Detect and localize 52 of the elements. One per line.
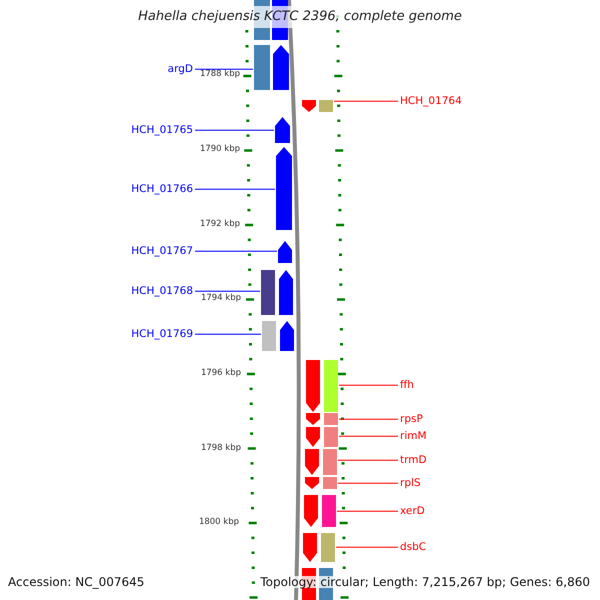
gene-label: HCH_01765 xyxy=(131,125,193,136)
accession-text: Accession: NC_007645 xyxy=(8,576,144,588)
scale-label: 1788 kbp xyxy=(200,70,240,78)
gene-drawing xyxy=(276,147,292,230)
gene-drawing xyxy=(302,100,333,112)
leader-line xyxy=(338,460,398,461)
leader-line xyxy=(336,546,398,548)
gene-drawing xyxy=(305,477,337,489)
leader-line xyxy=(194,68,254,70)
gene-label: argD xyxy=(168,64,193,74)
leader-line xyxy=(194,290,260,292)
leader-line xyxy=(194,250,278,252)
gene-label: HCH_01767 xyxy=(131,246,193,256)
scale-label: 1790 kbp xyxy=(200,145,240,154)
gene-label: trmD xyxy=(400,455,427,466)
gene-drawing xyxy=(261,270,293,315)
leader-line xyxy=(338,384,398,386)
genome-stats-text: Topology: circular; Length: 7,215,267 bp; Genes: 6,860 xyxy=(260,576,590,588)
gene-label: ffh xyxy=(400,380,414,390)
gene-drawing xyxy=(278,241,292,263)
leader-line xyxy=(338,418,398,420)
leader-line xyxy=(336,510,398,512)
leader-line xyxy=(334,100,398,102)
gene-label: rplS xyxy=(400,478,421,488)
gene-drawing xyxy=(304,495,336,527)
gene-drawing xyxy=(306,360,338,412)
leader-line xyxy=(338,482,398,484)
scale-label: 1794 kbp xyxy=(200,294,241,302)
gene-drawing xyxy=(303,533,335,562)
gene-drawing xyxy=(275,117,290,143)
diagram-title: Hahella chejuensis KCTC 2396, complete genome xyxy=(137,10,463,23)
leader-line xyxy=(338,436,398,437)
gene-drawing xyxy=(306,427,338,447)
gene-label: rpsP xyxy=(400,414,423,424)
gene-drawing xyxy=(262,321,294,351)
gene-label: HCH_01764 xyxy=(400,96,462,106)
scale-label: 1796 kbp xyxy=(200,369,241,378)
scale-label: 1798 kbp xyxy=(200,444,241,452)
gene-drawing xyxy=(305,449,337,475)
gene-label: HCH_01769 xyxy=(131,329,193,340)
gene-label: HCH_01766 xyxy=(131,184,193,194)
leader-line xyxy=(194,334,262,335)
gene-label: rimM xyxy=(400,431,427,442)
gene-label: HCH_01768 xyxy=(131,286,193,296)
leader-line xyxy=(194,130,274,131)
gene-label: dsbC xyxy=(400,542,426,552)
scale-label: 1792 kbp xyxy=(200,220,240,228)
gene-label: xerD xyxy=(400,506,425,516)
scale-label: 1800 kbp xyxy=(198,518,239,526)
gene-drawing xyxy=(306,413,338,425)
gene-drawing xyxy=(254,45,289,90)
leader-line xyxy=(194,188,276,190)
